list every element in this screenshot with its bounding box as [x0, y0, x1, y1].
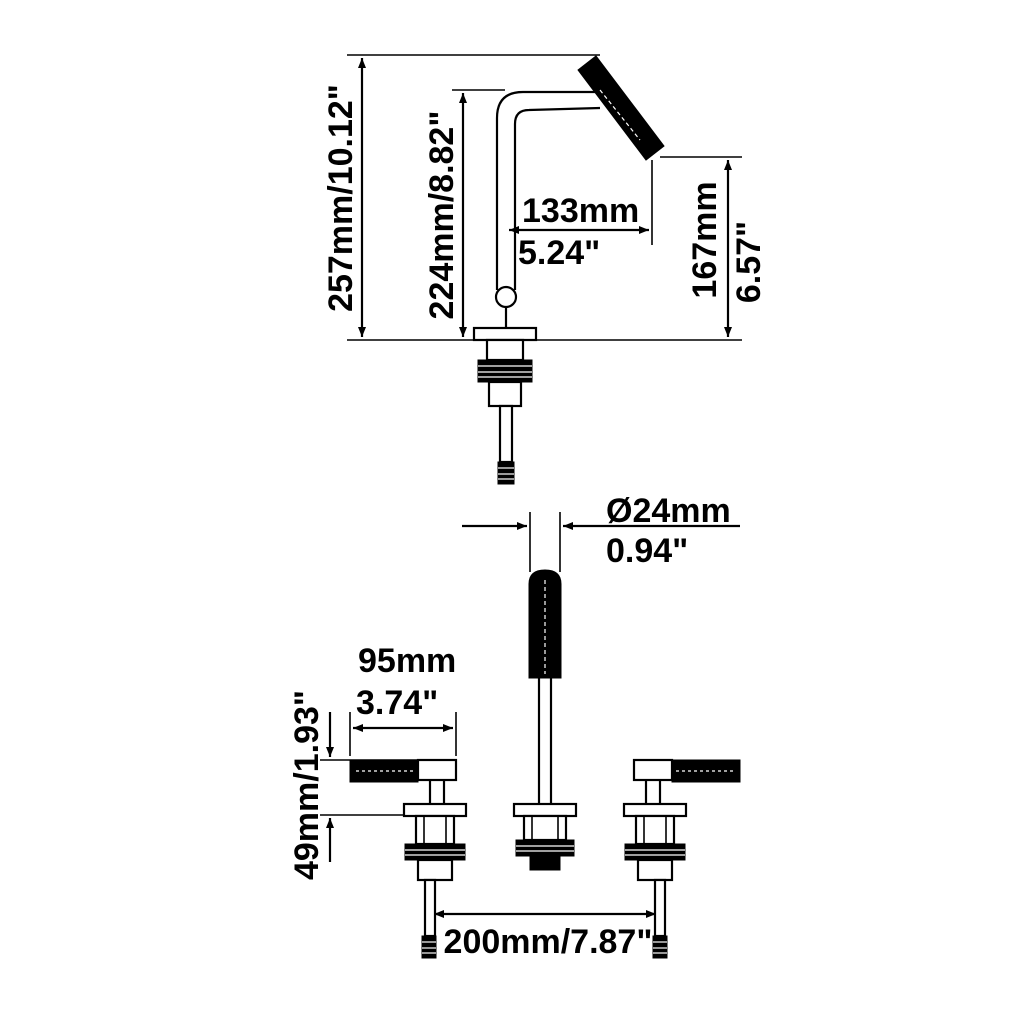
spout-pivot-knob	[494, 285, 518, 309]
reach-mm-label: 133mm	[522, 192, 639, 230]
handle-length-mm-label: 95mm	[358, 642, 456, 680]
right-handle-assembly	[622, 758, 741, 959]
left-handle-assembly	[349, 758, 468, 959]
left-handle-hub	[416, 758, 458, 782]
side-valve-upper	[485, 338, 525, 362]
hand-shower-head-side	[577, 55, 665, 161]
center-spout-base	[512, 802, 578, 871]
outlet-height-in-label: 6.57"	[730, 221, 768, 303]
side-base-plate	[472, 326, 538, 342]
diameter-in-label: 0.94"	[606, 532, 688, 570]
side-valve-lower	[487, 380, 523, 408]
side-supply-tube	[498, 404, 514, 464]
side-lock-nut	[477, 359, 533, 383]
reach-in-label: 5.24"	[518, 234, 600, 272]
hand-shower-front	[528, 569, 562, 804]
handle-length-in-label: 3.74"	[356, 684, 438, 722]
overall-height-label: 257mm/10.12"	[322, 84, 360, 312]
spread-label: 200mm/7.87"	[444, 923, 653, 961]
spout-inner-edge	[513, 106, 601, 290]
diameter-mm-label: Ø24mm	[606, 492, 731, 530]
spout-outer-edge	[495, 90, 600, 290]
left-handle-lever	[349, 759, 419, 783]
side-supply-fitting	[497, 461, 515, 485]
front-view: Ø24mm 0.94"	[288, 492, 741, 961]
outlet-height-mm-label: 167mm	[686, 181, 724, 298]
spout-height-label: 224mm/8.82"	[423, 111, 461, 320]
side-view: 257mm/10.12" 224mm/8.82" 133mm 5.24" 167…	[322, 54, 768, 485]
right-handle-hub	[632, 758, 674, 782]
handle-height-label: 49mm/1.93"	[288, 690, 326, 880]
